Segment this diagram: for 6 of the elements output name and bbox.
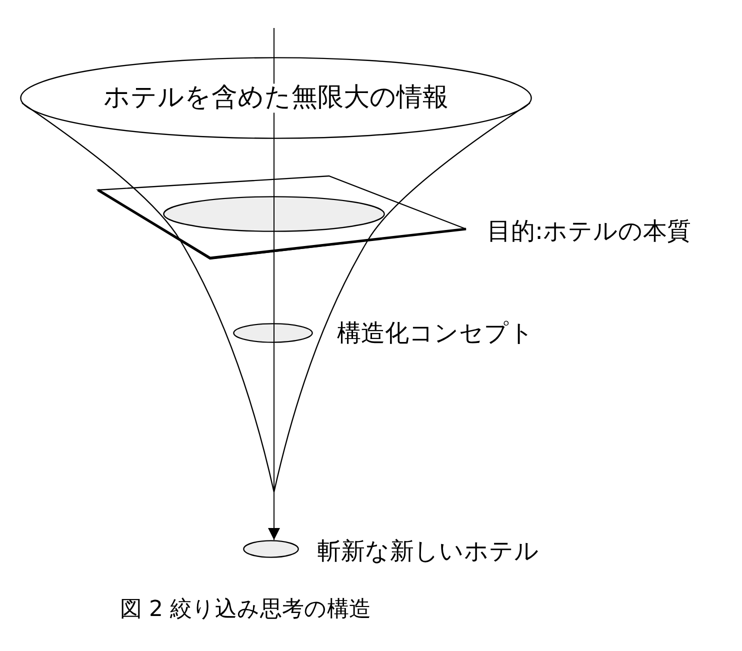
side-label: 構造化コンセプト <box>337 320 534 346</box>
arrow <box>268 28 280 540</box>
figure-caption: 図 2 絞り込み思考の構造 <box>120 596 371 624</box>
side-label: 目的:ホテルの本質 <box>487 218 692 244</box>
side-label: 斬新な新しいホテル <box>317 538 539 564</box>
ellipse-label: ホテルを含めた無限大の情報 <box>102 84 450 112</box>
